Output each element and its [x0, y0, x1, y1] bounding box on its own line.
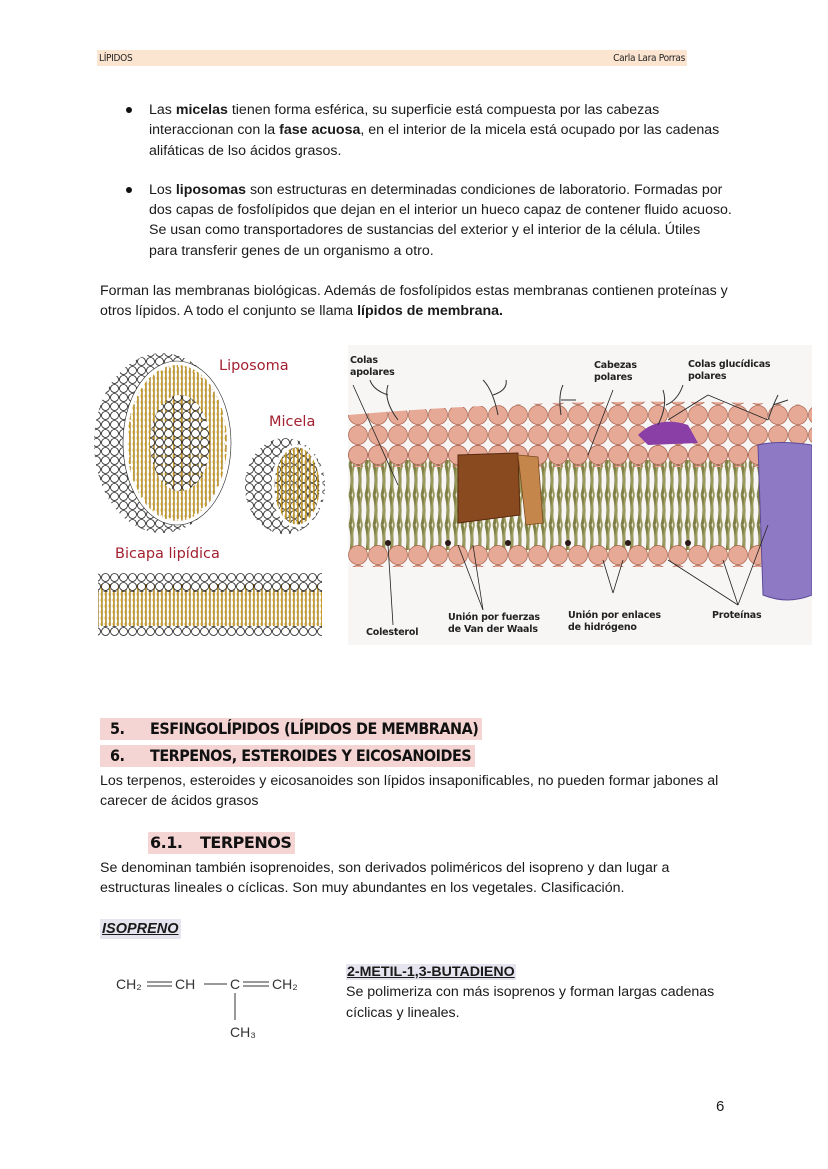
svg-text:C: C — [230, 976, 240, 992]
isoprene-description: 2-METIL-1,3-BUTADIENO Se polimeriza con … — [346, 964, 715, 1021]
svg-text:CH₂: CH₂ — [116, 976, 142, 992]
bullet-list: Las micelas tienen forma esférica, su su… — [122, 100, 732, 280]
label-colas-glucidicas: Colas glucídicas polares — [688, 359, 771, 382]
svg-text:CH: CH — [175, 976, 195, 992]
label-proteinas: Proteínas — [712, 610, 762, 621]
bullet-micelas: Las micelas tienen forma esférica, su su… — [122, 100, 732, 161]
isoprene-structural-formula: CH₂ CH C CH₂ CH₃ — [112, 965, 322, 1045]
lipid-structures-illustration — [94, 353, 325, 636]
label-van-der-waals: Unión por fuerzas de Van der Waals — [448, 612, 540, 635]
section6-paragraph: Los terpenos, esteroides y eicosanoides … — [100, 773, 719, 810]
membrane-paragraph: Forman las membranas biológicas. Además … — [100, 283, 728, 320]
svg-text:CH₂: CH₂ — [272, 976, 298, 992]
label-enlaces-hidrogeno: Unión por enlaces de hidrógeno — [568, 610, 661, 633]
label-cabezas-polares: Cabezas polares — [594, 360, 637, 383]
header-title: LÍPIDOS — [99, 52, 133, 64]
bullet-liposomas: Los liposomas son estructuras en determi… — [122, 180, 732, 261]
isopreno-label: ISOPRENO — [100, 919, 181, 939]
membrane-model-figure: Colas apolares Cabezas polares Colas glu… — [348, 345, 813, 645]
lipid-structures-figure: Liposoma Micela Bicapa lipídica — [92, 348, 332, 643]
label-colesterol: Colesterol — [366, 627, 419, 638]
header-author: Carla Lara Porras — [613, 52, 685, 64]
label-colas-apolares: Colas apolares — [350, 355, 395, 378]
section-heading-6: 6.TERPENOS, ESTEROIDES Y EICOSANOIDES — [100, 745, 476, 767]
membrane-illustration — [348, 379, 813, 626]
label-bicapa: Bicapa lipídica — [115, 546, 220, 562]
label-micela: Micela — [269, 414, 316, 430]
page-header: LÍPIDOS Carla Lara Porras — [97, 50, 687, 66]
isoprene-diagram: CH₂ CH C CH₂ CH₃ — [116, 976, 298, 1040]
terpenos-paragraph: Se denominan también isoprenoides, son d… — [100, 860, 670, 897]
subsection-heading-6-1: 6.1.TERPENOS — [148, 832, 296, 854]
page-number: 6 — [716, 1098, 725, 1115]
svg-text:CH₃: CH₃ — [230, 1024, 256, 1040]
isoprene-name: 2-METIL-1,3-BUTADIENO — [346, 964, 516, 980]
label-liposoma: Liposoma — [219, 358, 289, 374]
section-heading-5: 5.ESFINGOLÍPIDOS (LÍPIDOS DE MEMBRANA) — [100, 718, 483, 740]
